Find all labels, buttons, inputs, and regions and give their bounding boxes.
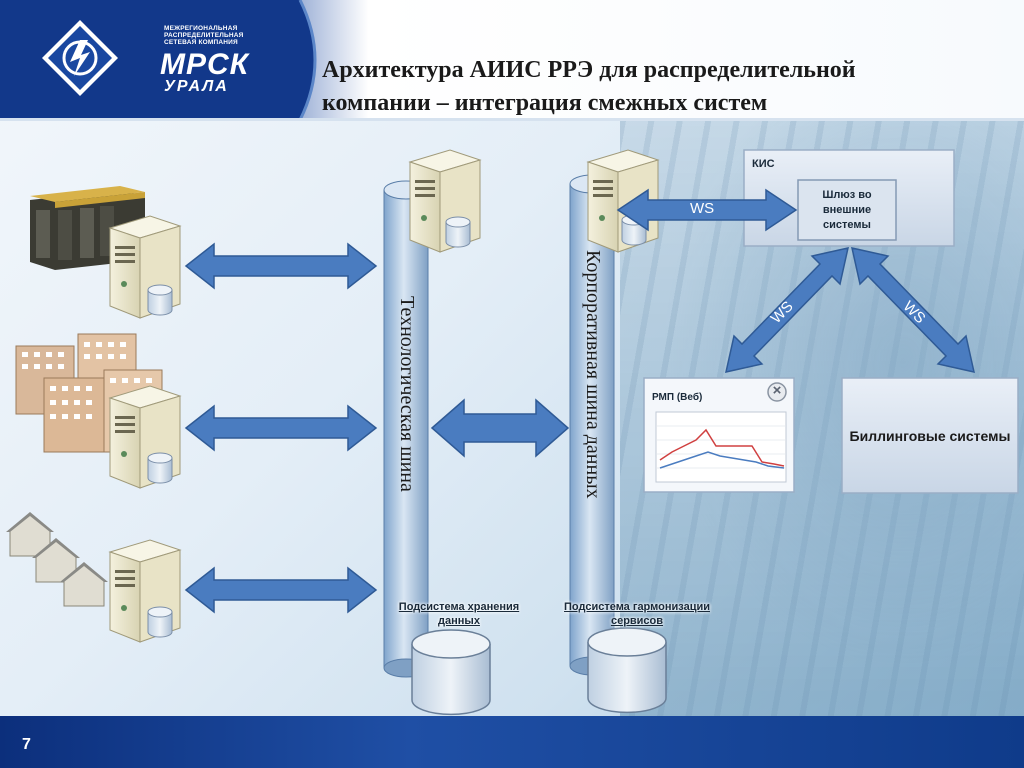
corporate-bus	[569, 174, 615, 676]
page-number: 7	[22, 736, 31, 753]
harmonization-label: Подсистема гармонизации сервисов	[564, 601, 710, 627]
logo-region: УРАЛА	[164, 78, 229, 95]
logo-brand: МРСК	[160, 48, 250, 81]
harmonization-database-icon	[587, 627, 667, 714]
billing-label: Биллинговые системы	[849, 427, 1011, 444]
company-logo: Межрегиональная распределительная сетева…	[40, 18, 260, 98]
gateway-label: Шлюз во внешние системы	[822, 188, 872, 231]
rmp-window	[643, 377, 795, 493]
close-icon[interactable]	[767, 382, 787, 402]
kis-label: КИС	[752, 158, 775, 170]
title-line-2: компании – интеграция смежных систем	[322, 90, 768, 116]
close-glyph: ×	[772, 382, 782, 399]
tech-bus-label: Технологическая шина	[396, 296, 418, 492]
corp-bus-label: Корпоративная шина данных	[582, 250, 604, 499]
ws-label-horizontal: WS	[690, 200, 715, 217]
chart-line-red	[659, 428, 785, 467]
footer-bar	[0, 716, 1024, 768]
logo-text-line3: сетевая компания	[164, 39, 238, 46]
database-icon	[445, 216, 471, 248]
arrow-gateway-rmp	[725, 247, 849, 373]
logo-text-line1: Межрегиональная	[164, 25, 238, 32]
arrow-tech-corp-bus	[430, 398, 570, 458]
arrow-corp-gateway	[616, 188, 798, 232]
database-icon	[147, 606, 173, 638]
gateway-box	[797, 179, 897, 241]
houses-icon	[6, 512, 108, 607]
arrow-gateway-billing	[851, 247, 975, 373]
rmp-label: РМП (Веб)	[652, 392, 703, 403]
database-icon	[147, 452, 173, 484]
arrow-site2-tech-bus	[184, 404, 378, 452]
billing-box	[841, 377, 1019, 494]
page-title: Архитектура АИИС РРЭ для распределительн…	[322, 54, 1002, 120]
chart-line-blue	[659, 451, 785, 469]
arrow-site3-tech-bus	[184, 566, 378, 614]
storage-label: Подсистема хранения данных	[398, 601, 520, 627]
company-logo-icon	[42, 20, 118, 96]
database-icon	[147, 284, 173, 316]
arrow-site1-tech-bus	[184, 242, 378, 290]
storage-database-icon	[411, 629, 491, 716]
logo-text-line2: распределительная	[164, 32, 244, 39]
title-line-1: Архитектура АИИС РРЭ для распределительн…	[322, 57, 856, 83]
